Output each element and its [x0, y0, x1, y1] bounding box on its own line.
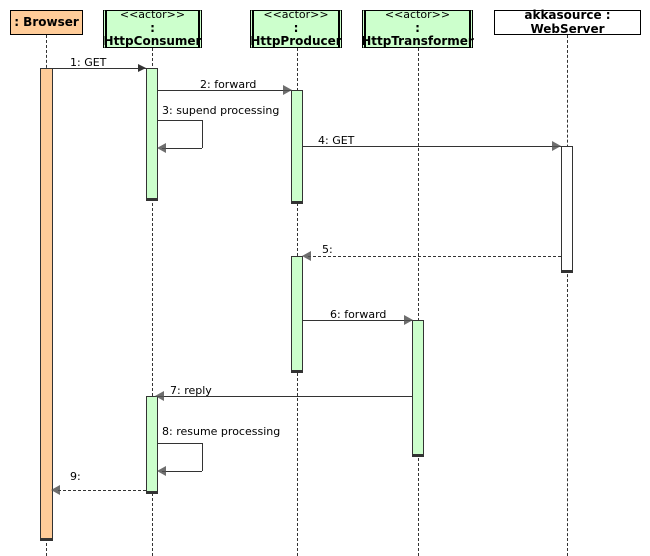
participant-browser-label: : Browser [14, 14, 79, 29]
participant-httpproducer-label: : HttpProducer [250, 20, 342, 49]
message-4-arrowhead [552, 141, 561, 151]
message-6-label: 6: forward [330, 308, 387, 321]
message-3-arrowhead [157, 143, 166, 153]
message-7-line[interactable] [158, 396, 412, 397]
activation-webserver-1 [561, 146, 573, 273]
message-5-label: 5: [322, 243, 333, 256]
message-1-arrowhead [138, 64, 146, 72]
message-4-label: 4: GET [318, 134, 355, 147]
message-1-label: 1: GET [70, 56, 107, 69]
message-7-label: 7: reply [170, 384, 212, 397]
message-4-line[interactable] [303, 146, 561, 147]
message-9-line[interactable] [58, 490, 146, 491]
participant-httptransformer-stereotype: <<actor>> [384, 7, 451, 21]
message-9-label: 9: [70, 470, 81, 483]
activation-httpconsumer-1 [146, 68, 158, 201]
participant-httpconsumer[interactable]: <<actor>> : HttpConsumer [103, 7, 202, 49]
lifeline-httpconsumer [152, 48, 153, 556]
participant-webserver-label: akkasource : WebServer [524, 7, 611, 36]
message-7-arrowhead [155, 391, 164, 401]
message-9-arrowhead [51, 485, 60, 495]
activation-httpproducer-2 [291, 256, 303, 373]
message-8-line-top[interactable] [158, 443, 202, 444]
participant-httpproducer-stereotype: <<actor>> [263, 7, 329, 21]
lifeline-webserver [567, 35, 568, 556]
message-3-line-top[interactable] [158, 120, 202, 121]
message-8-line-bottom[interactable] [162, 471, 202, 472]
participant-httptransformer[interactable]: <<actor>> : HttpTransformer [361, 7, 474, 49]
lifeline-httptransformer [418, 48, 419, 556]
participant-httpproducer[interactable]: <<actor>> : HttpProducer [250, 7, 342, 49]
message-5-line[interactable] [308, 256, 561, 257]
message-5-arrowhead [302, 251, 311, 261]
activation-httpproducer-1 [291, 90, 303, 204]
message-2-arrowhead [283, 85, 292, 95]
activation-browser [40, 68, 53, 541]
message-1-line[interactable] [53, 68, 146, 69]
message-8-label: 8: resume processing [162, 425, 281, 438]
message-3-label: 3: supend processing [162, 104, 280, 117]
message-6-arrowhead [404, 315, 413, 325]
participant-browser[interactable]: : Browser [10, 10, 83, 35]
activation-httptransformer-1 [412, 320, 424, 457]
message-6-line[interactable] [303, 320, 412, 321]
participant-httpconsumer-stereotype: <<actor>> [119, 7, 186, 21]
participant-httptransformer-label: : HttpTransformer [361, 20, 474, 49]
activation-httpconsumer-2 [146, 396, 158, 494]
message-2-label: 2: forward [200, 78, 257, 91]
message-3-line-side [202, 120, 203, 148]
message-3-line-bottom[interactable] [162, 148, 202, 149]
message-8-arrowhead [157, 466, 166, 476]
participant-webserver[interactable]: akkasource : WebServer [494, 7, 641, 36]
message-8-line-side [202, 443, 203, 471]
participant-httpconsumer-label: : HttpConsumer [103, 20, 202, 49]
message-2-line[interactable] [158, 90, 291, 91]
